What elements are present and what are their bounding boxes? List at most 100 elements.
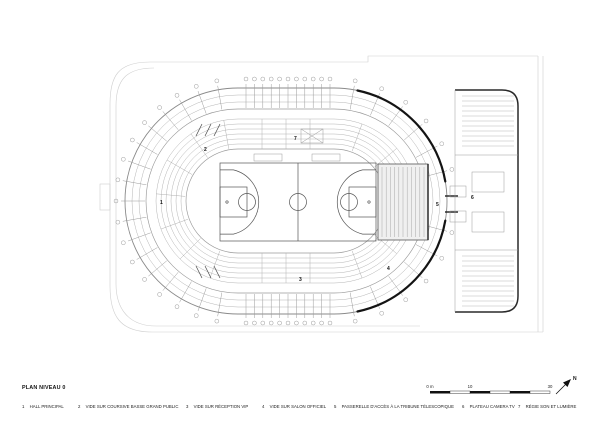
grid-bubble xyxy=(423,278,429,284)
title-block: PLAN NIVEAU 0 xyxy=(22,385,66,391)
legend-item-number: 5 xyxy=(334,404,337,409)
annex-room xyxy=(471,171,505,193)
legend-item-label: VIDE SUR SALON OFFICIEL xyxy=(270,404,327,409)
grid-bubble xyxy=(115,219,121,225)
grid-bubble xyxy=(157,292,162,297)
grid-bubble xyxy=(130,259,135,265)
court-freethrow-left xyxy=(238,193,256,211)
grid-bubble xyxy=(327,320,333,326)
plan-label-2: 2 xyxy=(204,147,207,153)
tribune-rows xyxy=(381,167,425,237)
seating-spoke xyxy=(217,292,223,317)
grid-bubble xyxy=(352,78,358,84)
street-line-outer xyxy=(109,61,543,333)
grid-bubble xyxy=(142,120,147,125)
grid-bubble xyxy=(113,198,119,204)
plan-label-4: 4 xyxy=(387,266,390,272)
legend-item: 4 VIDE SUR SALON OFFICIEL xyxy=(262,404,327,409)
wall-arc-top-right xyxy=(356,89,447,183)
team-bench xyxy=(311,153,341,162)
aisle-line xyxy=(209,250,221,279)
scale-segment xyxy=(470,391,490,394)
street-line-top xyxy=(150,55,538,63)
seating-spoke xyxy=(136,247,158,260)
seating-spoke xyxy=(179,281,192,303)
grid-bubble xyxy=(174,304,180,309)
team-bench xyxy=(253,153,283,162)
plan-label-5: 5 xyxy=(436,202,439,208)
annex-outer-wall xyxy=(455,89,519,313)
grid-bubble xyxy=(252,320,257,326)
grid-bubble xyxy=(439,256,444,261)
scale-bar: 0 m 10 30 xyxy=(426,384,553,394)
grid-bubble xyxy=(302,320,308,326)
legend-item-label: VIDE SUR COURSIVE BASSE GRAND PUBLIC xyxy=(86,404,179,409)
stair-hatch xyxy=(195,265,221,279)
seating-spoke xyxy=(122,216,147,222)
seating-spoke xyxy=(179,99,192,121)
bowl-aisles xyxy=(156,119,397,283)
aisle-line xyxy=(160,218,189,230)
scale-label-end: 30 xyxy=(548,384,553,389)
grid-bubble xyxy=(285,320,291,326)
page-title: PLAN NIVEAU 0 xyxy=(22,385,66,391)
scale-label-start: 0 m xyxy=(426,384,434,389)
court-freethrow-right xyxy=(340,193,358,211)
scale-label-mid: 10 xyxy=(468,384,473,389)
site-context xyxy=(99,55,544,333)
seating-spoke xyxy=(127,232,151,242)
grid-bubble xyxy=(194,84,199,89)
basket-right xyxy=(367,200,371,204)
grid-bubble xyxy=(252,76,257,82)
basketball-court xyxy=(219,162,377,242)
scale-segment xyxy=(489,390,511,394)
seating-spokes xyxy=(113,76,455,326)
grid-bubble xyxy=(121,240,126,245)
grid-bubble xyxy=(121,157,126,162)
legend-item-number: 6 xyxy=(462,404,465,409)
site-stub xyxy=(99,183,111,211)
legend-item-label: HALL PRINCIPAL xyxy=(30,404,65,409)
grid-bubble xyxy=(130,137,135,143)
grid-bubble xyxy=(174,93,180,98)
camera-platform xyxy=(449,185,467,198)
wall-arc-bottom-right xyxy=(356,219,447,313)
grid-bubble xyxy=(449,167,455,172)
grid-bubble xyxy=(277,320,282,326)
seating-spoke xyxy=(162,272,179,291)
grid-bubble xyxy=(352,318,358,324)
grid-bubble xyxy=(115,177,121,183)
grid-bubble xyxy=(194,313,199,318)
grid-bubble xyxy=(403,100,408,105)
aisle-line xyxy=(166,159,193,175)
seating-spoke xyxy=(148,125,167,142)
telescopic-tribune xyxy=(377,163,429,241)
aisle-line xyxy=(179,238,201,260)
seating-spoke xyxy=(197,90,207,114)
grid-bubble xyxy=(327,76,333,82)
legend-item: 1 HALL PRINCIPAL xyxy=(22,404,64,409)
legend-item: 5 PASSERELLE D'ACCÈS À LA TRIBUNE TÉLESC… xyxy=(334,404,454,409)
court-3pt-right xyxy=(336,169,376,235)
aisle-line xyxy=(223,120,230,149)
street-line-inner xyxy=(115,67,420,327)
grid-bubble xyxy=(302,76,308,82)
regie-room-cross xyxy=(300,128,324,144)
plan-label-7: 7 xyxy=(294,136,297,142)
grid-bubble xyxy=(310,320,316,326)
seating-spoke xyxy=(127,160,151,170)
seating-spoke xyxy=(136,142,158,155)
grid-bubble xyxy=(403,297,408,302)
legend-item: 6 PLATEAU CAMERA TV xyxy=(462,404,515,409)
grid-bubble xyxy=(423,118,429,124)
north-arrow: N xyxy=(555,376,577,395)
annex-room xyxy=(471,211,505,233)
legend-item-label: RÉGIE SON ET LUMIÈRE xyxy=(526,404,577,409)
annex-stairs xyxy=(462,95,514,307)
court-key-right xyxy=(348,186,377,218)
legend-item-number: 7 xyxy=(518,404,521,409)
grid-bubble xyxy=(260,320,266,326)
seating-spoke xyxy=(349,85,355,110)
legend-item: 3 VIDE SUR RÉCEPTION VIP xyxy=(186,404,248,409)
